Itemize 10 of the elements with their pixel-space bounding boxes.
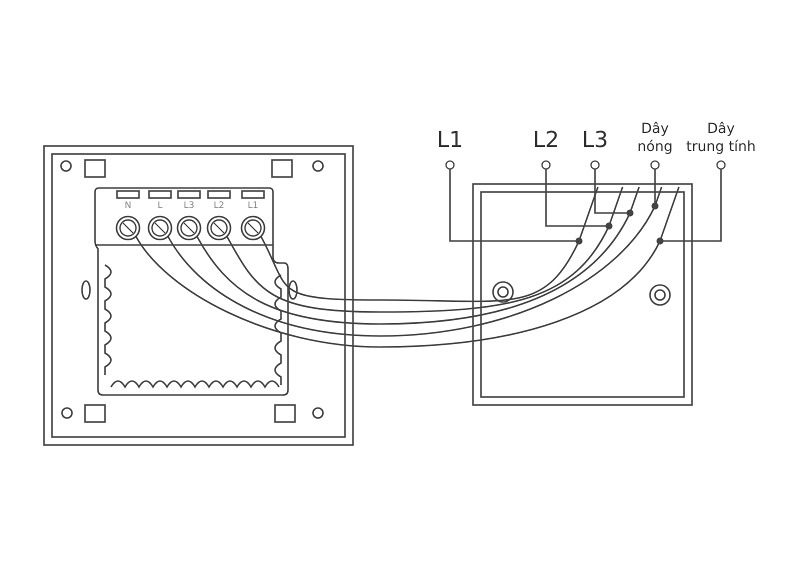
terminal-label: L2 <box>214 201 224 212</box>
wire-label: L1 <box>436 128 464 154</box>
terminal-label: N <box>124 201 132 212</box>
terminal-label: L3 <box>184 201 194 212</box>
terminal-label: L1 <box>248 201 258 212</box>
terminal-label: L <box>157 201 162 212</box>
wire-label: L2 <box>532 128 560 154</box>
wire-label: L3 <box>582 128 608 154</box>
wire-label: Dây nóng <box>637 120 673 156</box>
wire-label: Dây trung tính <box>686 120 756 156</box>
